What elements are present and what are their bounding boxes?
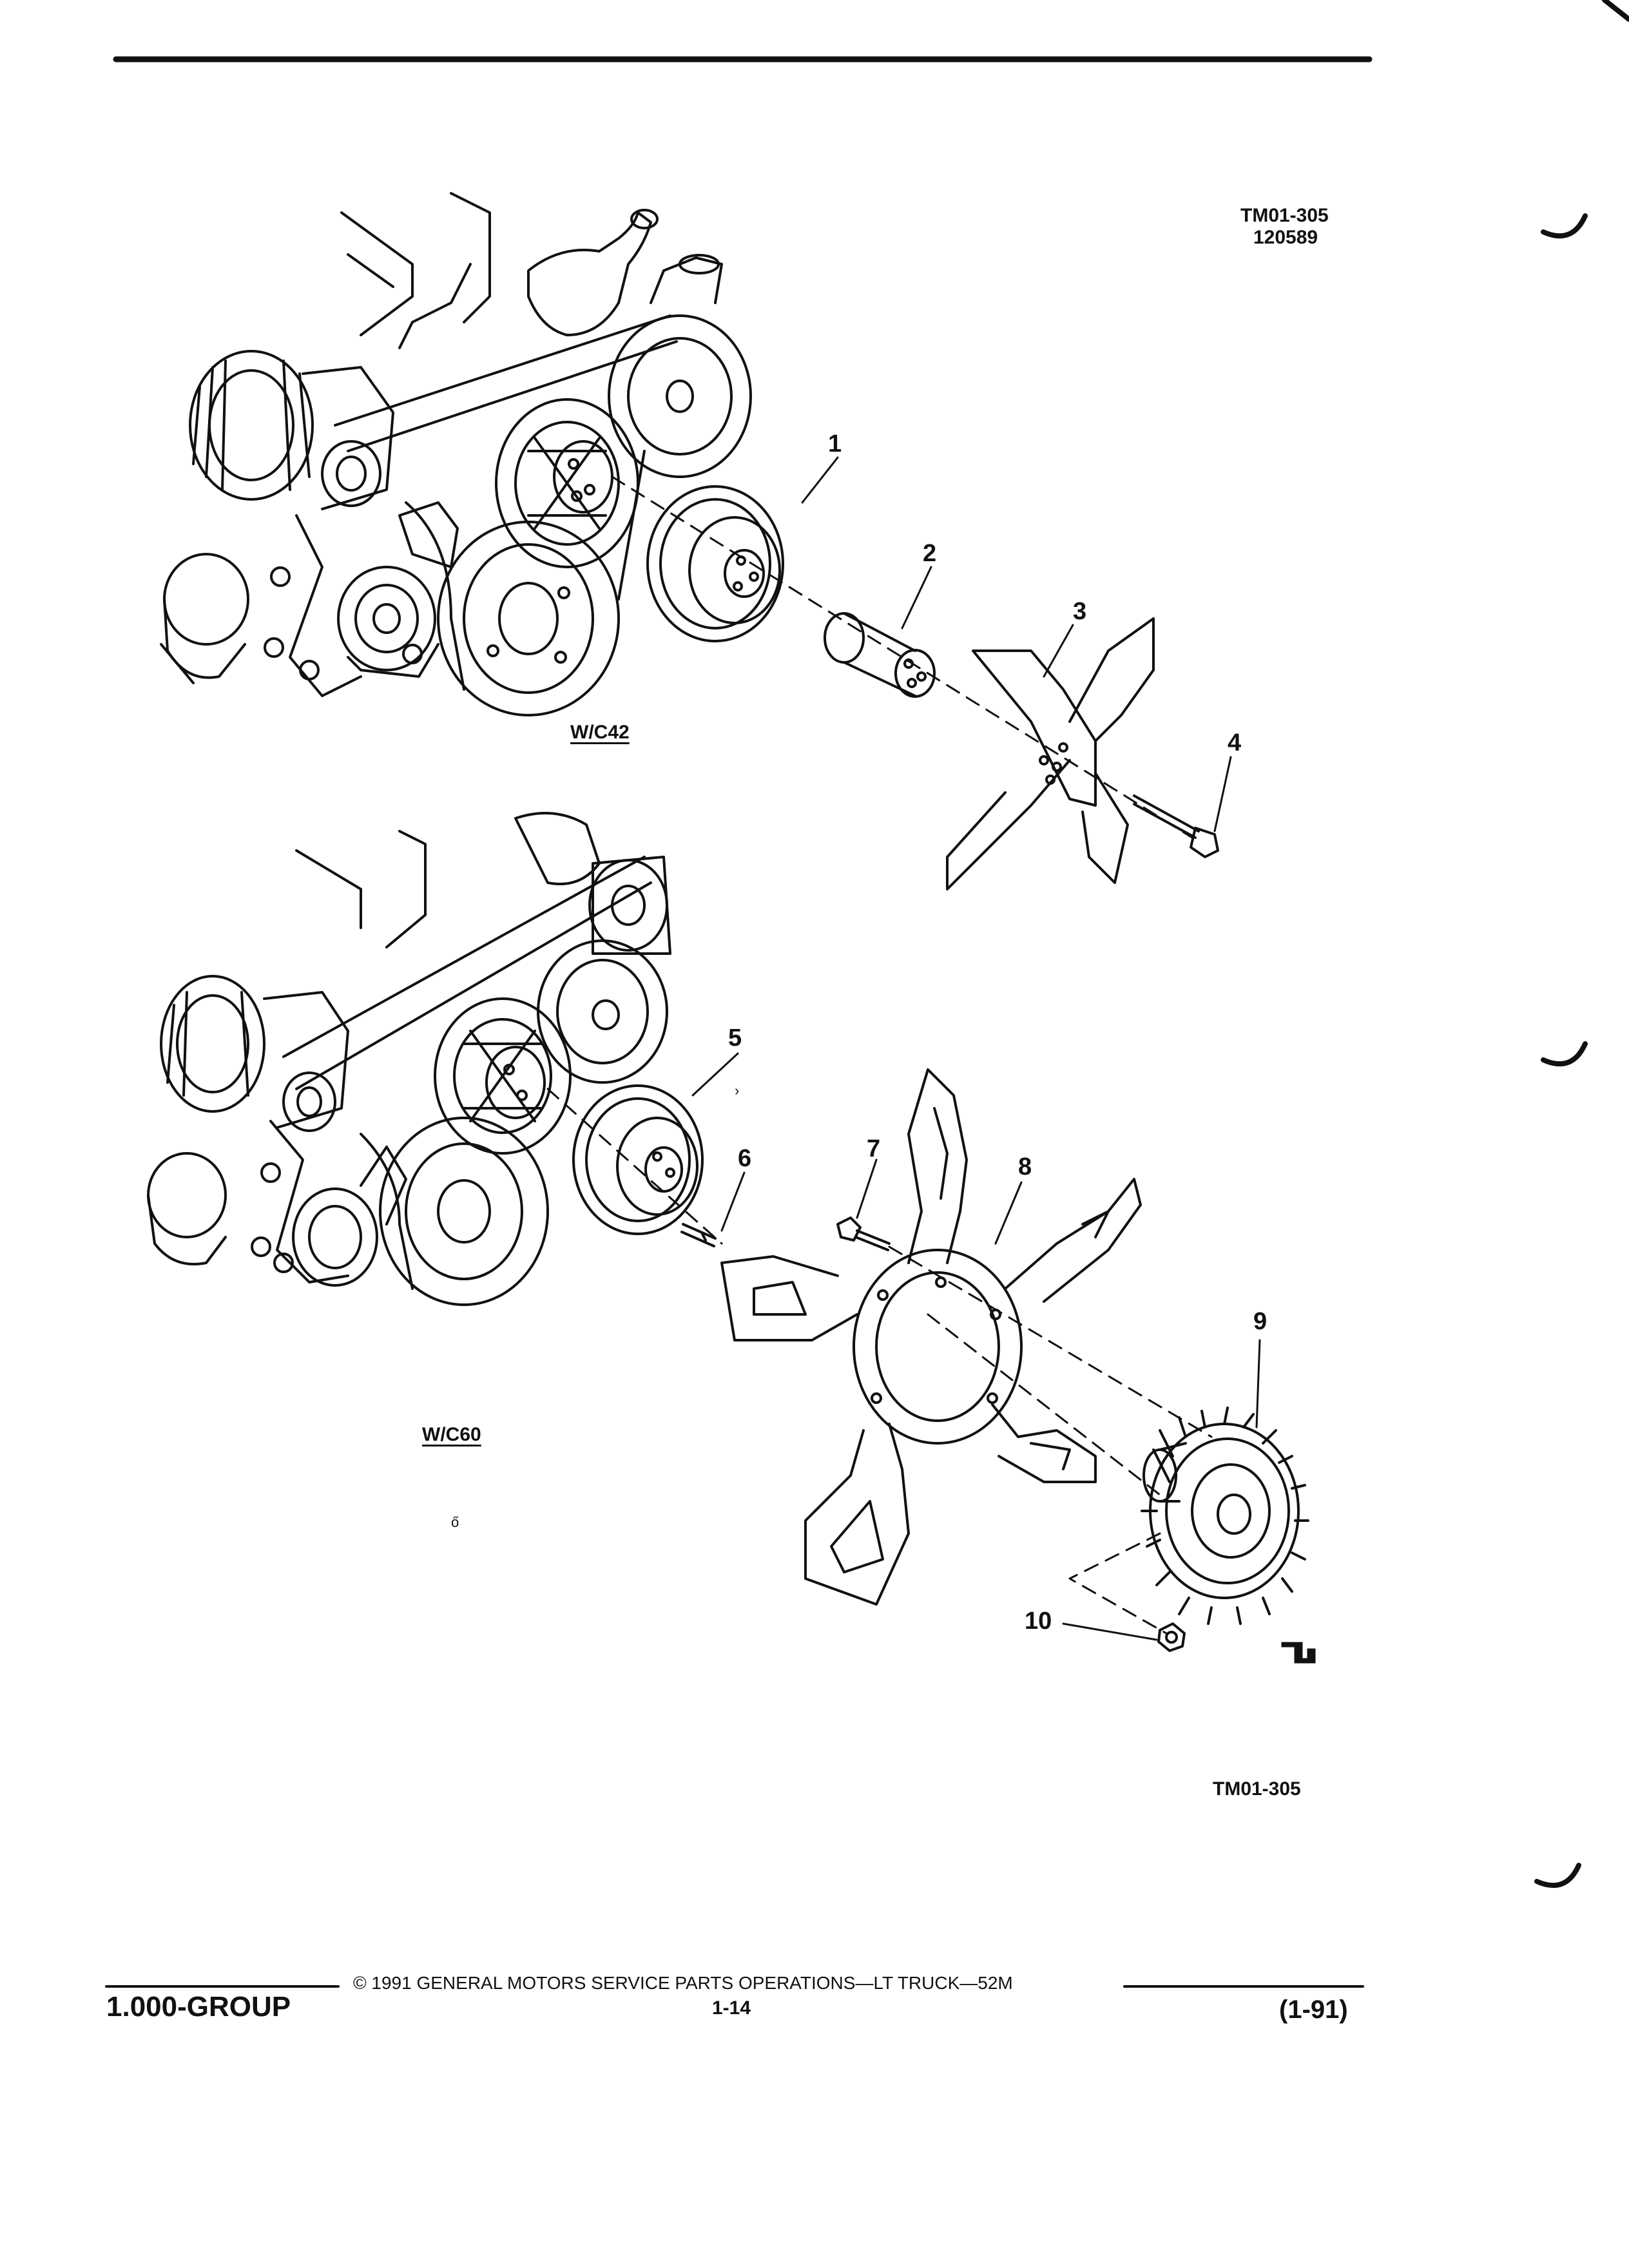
engine-assembly-c60 xyxy=(147,812,671,1306)
nut-c60 xyxy=(1157,1622,1186,1652)
footer-group: 1.000-GROUP xyxy=(106,1991,291,2023)
leader-1 xyxy=(801,456,839,504)
svg-text:ő: ő xyxy=(451,1514,459,1530)
fan-pulley-c60 xyxy=(572,1084,704,1235)
leader-2 xyxy=(901,566,932,629)
fan-pulley-c42 xyxy=(646,485,784,642)
binding-mark xyxy=(1541,1041,1588,1067)
drawing-ref-date: 120589 xyxy=(1253,227,1318,248)
footer-copyright: © 1991 GENERAL MOTORS SERVICE PARTS OPER… xyxy=(353,1973,1013,1993)
fan-clutch-c60 xyxy=(1141,1407,1309,1625)
bolt-c60 xyxy=(836,1216,891,1251)
fan-bolt-c42 xyxy=(1133,794,1219,858)
leader-3 xyxy=(1043,624,1074,678)
callout-7: 7 xyxy=(867,1135,881,1162)
callout-2: 2 xyxy=(923,540,937,567)
leader-8 xyxy=(994,1181,1023,1245)
footer-page-number: 1-14 xyxy=(712,1997,751,2019)
leader-6 xyxy=(720,1171,746,1232)
callout-1: 1 xyxy=(828,430,842,457)
callout-5: 5 xyxy=(728,1024,742,1052)
leader-9 xyxy=(1255,1339,1261,1428)
gm-mark-icon xyxy=(1281,1642,1316,1664)
leader-7 xyxy=(856,1158,878,1219)
drawing-ref-code: TM01-305 xyxy=(1240,205,1329,226)
callout-10: 10 xyxy=(1025,1608,1052,1635)
callout-8: 8 xyxy=(1018,1153,1032,1180)
variant-label-c42: W/C42 xyxy=(570,722,630,743)
engine-assembly-c42 xyxy=(160,192,752,716)
callout-4: 4 xyxy=(1228,729,1242,756)
leader-4 xyxy=(1213,756,1232,832)
binding-mark xyxy=(1534,1863,1581,1888)
stud-c60 xyxy=(680,1223,717,1247)
leader-10 xyxy=(1062,1622,1158,1641)
drawing-ref-bottom: TM01-305 xyxy=(1213,1778,1301,1800)
five-blade-fan-c60 xyxy=(720,1068,1142,1606)
binding-mark xyxy=(1541,213,1588,239)
svg-text:›: › xyxy=(735,1082,739,1099)
fan-spacer-c42 xyxy=(824,612,936,698)
footer-revision: (1-91) xyxy=(1279,1995,1348,2024)
four-blade-fan-c42 xyxy=(946,617,1155,890)
variant-label-c60: W/C60 xyxy=(422,1424,481,1445)
callout-9: 9 xyxy=(1253,1308,1268,1335)
callout-6: 6 xyxy=(738,1145,752,1172)
leader-5 xyxy=(691,1052,739,1097)
callout-3: 3 xyxy=(1073,598,1087,625)
